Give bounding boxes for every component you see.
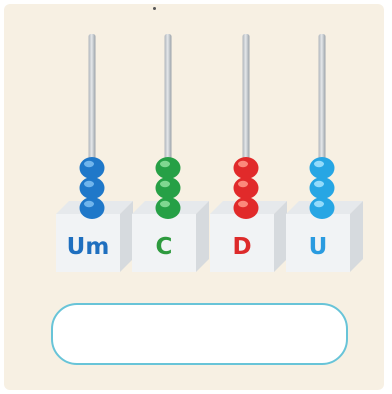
abacus-column-c: C [132,34,209,272]
bead-highlight [160,180,170,188]
bead-highlight [84,160,94,168]
base-block [56,214,120,272]
bead [309,177,335,199]
bead [79,197,105,219]
bead-highlight [84,180,94,188]
bead [309,157,335,179]
bead [79,177,105,199]
place-label-u: U [309,234,328,260]
bead-highlight [238,200,248,208]
answer-input-box[interactable] [51,303,348,365]
base-block [210,214,274,272]
base-block-side [350,201,363,272]
bead [79,157,105,179]
place-label-um: Um [67,234,110,260]
base-block [286,214,350,272]
bead-highlight [314,180,324,188]
abacus-column-u: U [286,34,363,272]
bead [155,177,181,199]
bead [309,197,335,219]
bead-highlight [160,160,170,168]
bead-highlight [238,160,248,168]
base-block [132,214,196,272]
bead [233,157,259,179]
dot-mark [153,7,156,10]
abacus-column-um: Um [56,34,133,272]
base-block-side [274,201,287,272]
bead-highlight [238,180,248,188]
abacus-column-d: D [210,34,287,272]
base-block-side [196,201,209,272]
bead [155,157,181,179]
bead-highlight [314,160,324,168]
place-label-d: D [232,234,251,260]
bead [233,177,259,199]
bead [233,197,259,219]
bead [155,197,181,219]
base-block-side [120,201,133,272]
place-label-c: C [156,234,173,260]
bead-highlight [84,200,94,208]
bead-highlight [314,200,324,208]
bead-highlight [160,200,170,208]
